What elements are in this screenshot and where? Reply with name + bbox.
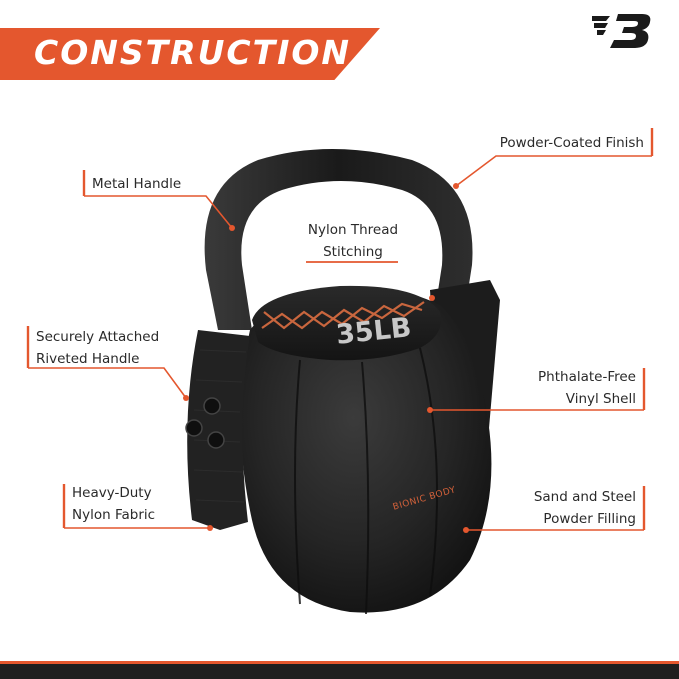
callout-metal-handle-text: Metal Handle <box>92 176 182 192</box>
page-title: CONSTRUCTION <box>34 33 352 72</box>
callout-heavy-duty-line2: Nylon Fabric <box>72 507 156 523</box>
callout-riveted-line1: Securely Attached <box>36 329 160 345</box>
callout-sand-steel: Sand and Steel Powder Filling <box>500 486 636 530</box>
callout-riveted-handle: Securely Attached Riveted Handle <box>36 326 159 370</box>
callout-heavy-duty: Heavy-Duty Nylon Fabric <box>72 482 155 526</box>
callout-nylon-thread-line2: Stitching <box>323 244 383 260</box>
callout-metal-handle: Metal Handle <box>92 173 181 195</box>
callout-sand-line1: Sand and Steel <box>533 489 636 505</box>
footer-accent-bar <box>0 661 679 664</box>
rivets <box>185 397 225 449</box>
callout-phthalate-free: Phthalate-Free Vinyl Shell <box>500 366 636 410</box>
metal-handle <box>204 149 473 330</box>
callout-phthalate-line1: Phthalate-Free <box>538 369 636 385</box>
header-banner <box>0 28 380 80</box>
bionic-body-b-logo-icon <box>592 14 651 48</box>
callout-powder-coated: Powder-Coated Finish <box>470 132 644 154</box>
callout-riveted-line2: Riveted Handle <box>36 351 140 367</box>
nylon-thread-stitching <box>261 301 425 330</box>
callout-nylon-thread-line1: Nylon Thread <box>307 222 399 238</box>
callout-nylon-thread: Nylon Thread Stitching <box>296 219 410 263</box>
footer-bar <box>0 664 679 679</box>
callout-powder-coated-text: Powder-Coated Finish <box>499 135 644 151</box>
callout-phthalate-line2: Vinyl Shell <box>565 391 636 407</box>
callout-heavy-duty-line1: Heavy-Duty <box>72 485 152 501</box>
top-cap <box>252 285 442 361</box>
callout-sand-line2: Powder Filling <box>543 511 636 527</box>
vinyl-body <box>240 287 492 613</box>
